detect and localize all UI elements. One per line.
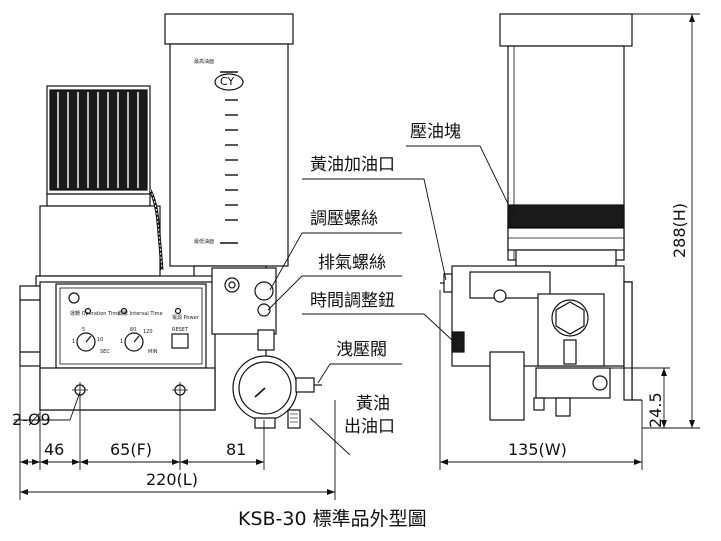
callout-grease-outlet-line1: 黃油 — [356, 394, 390, 414]
callout-pressure-screw: 調壓螺絲 — [310, 209, 378, 229]
pressure-gauge — [232, 355, 322, 429]
panel-unit-left: SEC — [100, 349, 110, 355]
dim-65f: 65(F) — [110, 440, 153, 459]
arrowheads — [20, 14, 695, 495]
panel-operation-label: 運轉 Operation Time — [70, 311, 121, 317]
panel-scale-right-1: 60 — [130, 327, 137, 333]
callout-grease-fill-port: 黃油加油口 — [310, 155, 395, 175]
tank-upper-mark: 最高油面 — [194, 59, 215, 65]
panel-power-label: 電源 Power — [172, 315, 199, 321]
dim-holes: 2-Ø9 — [12, 410, 51, 429]
panel-scale-right-2: 120 — [143, 329, 153, 335]
side-dimension-lines — [439, 13, 700, 470]
panel-unit-right: MIN — [148, 349, 158, 355]
panel-scale-left-1: 5 — [82, 327, 86, 333]
pump-body-front — [19, 275, 216, 411]
panel-interval-label: 間歇 Interval Time — [118, 311, 163, 317]
pump-body-side — [440, 265, 642, 421]
tank-lower-mark: 最低油面 — [194, 239, 215, 245]
grease-tank-side — [499, 13, 633, 267]
pump-head-front — [211, 267, 277, 356]
panel-reset-label: RESET — [172, 327, 189, 333]
panel-scale-left-2: 10 — [97, 337, 104, 343]
dim-length: 220(L) — [146, 470, 198, 489]
callout-vent-screw: 排氣螺絲 — [318, 253, 386, 273]
callout-leaders — [267, 145, 515, 456]
dim-width: 135(W) — [508, 440, 567, 459]
dim-24-5: 24.5 — [646, 392, 665, 428]
panel-scale-right-0: 1 — [120, 339, 124, 345]
callout-pressure-block: 壓油塊 — [410, 122, 461, 142]
motor — [39, 85, 161, 277]
dim-81: 81 — [226, 440, 247, 459]
dim-height: 288(H) — [670, 202, 689, 258]
grease-tank-front — [164, 13, 294, 287]
callout-timer-knob: 時間調整鈕 — [310, 291, 395, 311]
panel-scale-left-0: 1 — [72, 339, 76, 345]
callout-grease-outlet-line2: 出油口 — [344, 417, 395, 437]
motor-cable — [148, 189, 164, 271]
tank-logo: CY — [220, 75, 235, 88]
dim-46: 46 — [44, 440, 65, 459]
callout-relief-valve: 洩壓閥 — [336, 340, 387, 360]
front-dimension-lines — [14, 366, 336, 500]
drawing-title: KSB-30 標準品外型圖 — [238, 508, 427, 530]
